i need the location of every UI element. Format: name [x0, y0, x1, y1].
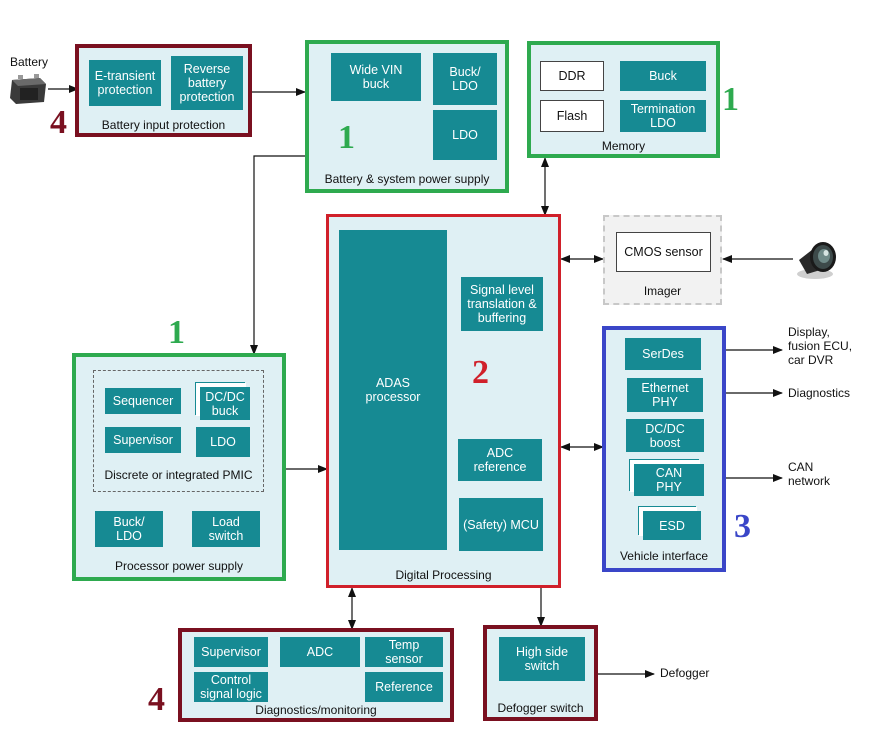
diag-reference-block: Reference: [365, 672, 443, 702]
system-power-supply-label: Battery & system power supply: [324, 172, 490, 186]
cmos-sensor-block: CMOS sensor: [616, 232, 711, 272]
group-number-4-diagnostics: 4: [148, 681, 165, 718]
serdes-block: SerDes: [625, 338, 701, 370]
diag-adc-block: ADC: [280, 637, 360, 667]
safety-mcu-block: (Safety) MCU: [459, 498, 543, 551]
group-number-3-vehicle: 3: [734, 508, 751, 545]
vehicle-interface-label: Vehicle interface: [619, 549, 709, 563]
battery-input-protection-label: Battery input protection: [101, 118, 226, 132]
digital-processing-label: Digital Processing: [395, 568, 492, 582]
processor-ldo-block: LDO: [196, 427, 250, 457]
diagnostics-monitoring-label: Diagnostics/monitoring: [255, 703, 377, 717]
diag-supervisor-block: Supervisor: [194, 637, 268, 667]
group-number-4-battery: 4: [50, 104, 67, 141]
group-number-1-processor-power: 1: [168, 314, 185, 351]
pmic-boundary: [93, 370, 264, 492]
imager-label: Imager: [643, 284, 682, 298]
ldo-block: LDO: [433, 110, 497, 160]
processor-power-supply-label: Processor power supply: [114, 559, 244, 573]
memory-label: Memory: [601, 139, 646, 153]
camera-lens-icon: [797, 242, 836, 279]
processor-buck-ldo-block: Buck/LDO: [95, 511, 163, 547]
esd-block: ESD: [643, 511, 701, 540]
battery-label: Battery: [10, 55, 49, 69]
battery-icon: [10, 74, 46, 104]
flash-block: Flash: [540, 100, 604, 132]
defogger-switch-label: Defogger switch: [497, 701, 584, 715]
defogger-output-label: Defogger: [660, 666, 710, 680]
group-number-2-digital: 2: [472, 354, 489, 391]
display-ecu-dvr-label: Display,fusion ECU,car DVR: [788, 325, 853, 367]
wire-power-to-processor-power: [250, 155, 306, 355]
sequencer-block: Sequencer: [105, 388, 181, 414]
supervisor-block: Supervisor: [105, 427, 181, 453]
buck-ldo-block: Buck/LDO: [433, 53, 497, 105]
group-number-1-memory: 1: [722, 81, 739, 118]
imager-group: CMOS sensor Imager: [603, 215, 722, 305]
group-number-1-system-power: 1: [338, 119, 355, 156]
pmic-label: Discrete or integrated PMIC: [104, 468, 253, 482]
ddr-block: DDR: [540, 61, 604, 91]
diagnostics-output-label: Diagnostics: [788, 386, 851, 400]
memory-buck-block: Buck: [620, 61, 706, 91]
